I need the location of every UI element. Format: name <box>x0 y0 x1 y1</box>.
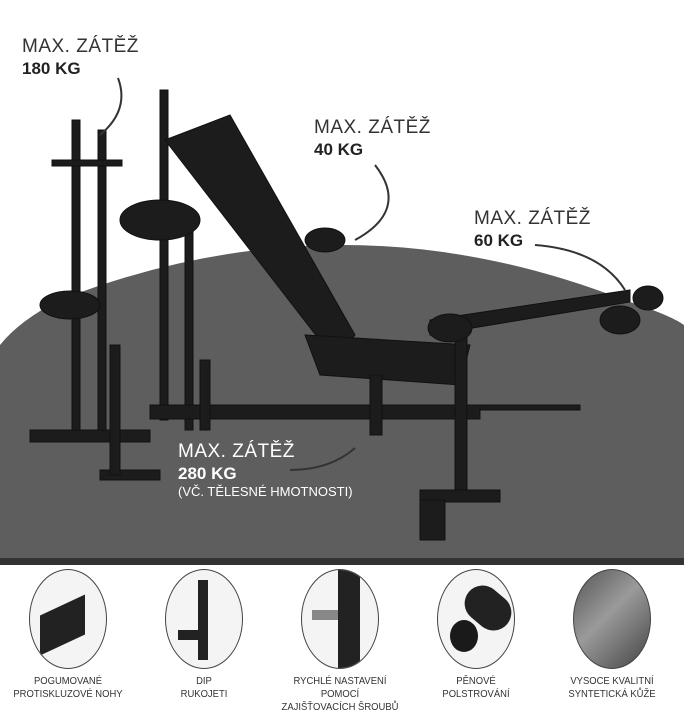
callout-60kg: MAX. ZÁTĚŽ 60 KG <box>474 208 591 250</box>
weight-bench-illustration <box>0 77 684 565</box>
rubber-foot-image <box>29 569 107 669</box>
callout-280kg: MAX. ZÁTĚŽ 280 KG (VČ. TĚLESNÉ HMOTNOSTI… <box>178 441 353 500</box>
product-image: MAX. ZÁTĚŽ 180 KG MAX. ZÁTĚŽ 40 KG MAX. … <box>0 36 684 565</box>
callout-arrows <box>99 77 626 471</box>
leather-texture-image <box>573 569 651 669</box>
dip-handle-image <box>165 569 243 669</box>
bench-frame <box>29 89 664 541</box>
foam-roller-image <box>437 569 515 669</box>
callout-40kg: MAX. ZÁTĚŽ 40 KG <box>314 117 431 159</box>
callout-180kg: MAX. ZÁTĚŽ 180 KG <box>22 36 139 78</box>
lock-screw-image <box>301 569 379 669</box>
